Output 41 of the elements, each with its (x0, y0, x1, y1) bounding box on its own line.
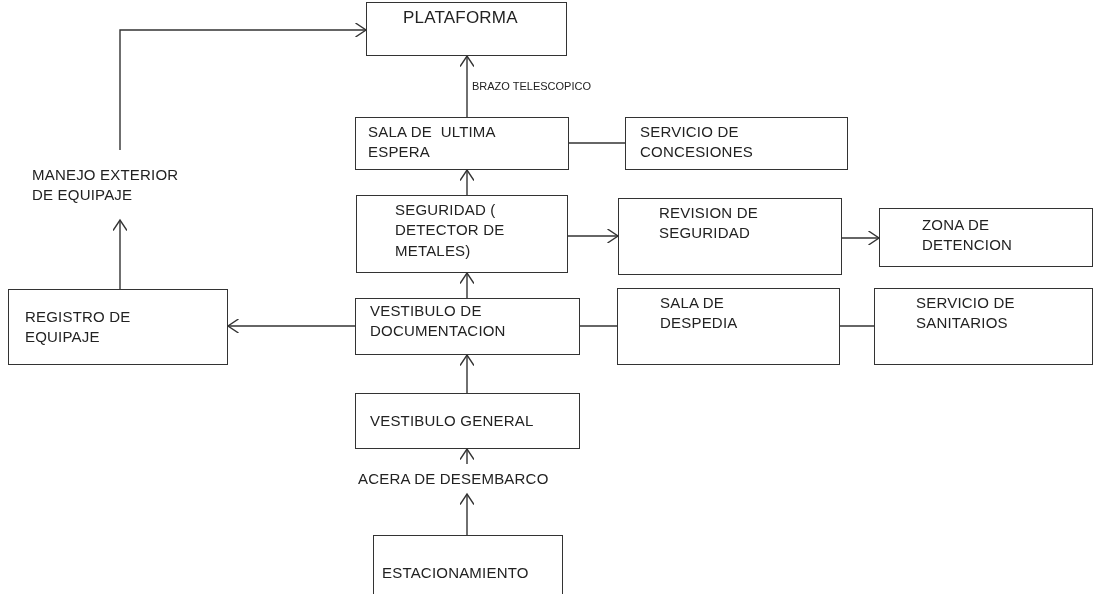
node-label: VESTIBULO DE DOCUMENTACION (370, 301, 507, 342)
arrow (459, 272, 475, 299)
node-label: SEGURIDAD ( DETECTOR DE METALES) (395, 200, 506, 261)
arrow (112, 219, 128, 290)
node-label: VESTIBULO GENERAL (370, 410, 534, 431)
arrow (459, 169, 475, 196)
connector-line (579, 325, 618, 327)
node-label: SERVICIO DE CONCESIONES (640, 122, 755, 163)
arrow (227, 318, 356, 334)
node-label: REVISION DE SEGURIDAD (659, 203, 759, 244)
edge-label: BRAZO TELESCOPICO (471, 80, 592, 92)
process-box (618, 198, 842, 275)
process-box (879, 208, 1093, 267)
node-label: MANEJO EXTERIOR DE EQUIPAJE (32, 164, 180, 205)
process-box (355, 298, 580, 355)
arrow (459, 55, 475, 118)
arrow (459, 448, 475, 465)
connector-line (568, 142, 626, 144)
process-box (355, 117, 569, 170)
arrow (567, 228, 619, 244)
node-label: SALA DE DESPEDIA (660, 293, 739, 334)
process-box (617, 288, 840, 365)
connector-line (839, 325, 875, 327)
process-box (366, 2, 567, 56)
node-label: ESTACIONAMIENTO (382, 562, 529, 583)
arrow (119, 22, 367, 151)
arrow (841, 230, 880, 246)
node-label: REGISTRO DE EQUIPAJE (25, 306, 132, 347)
node-label: PLATAFORMA (403, 7, 518, 29)
node-label: SALA DE ULTIMA ESPERA (368, 122, 497, 163)
process-box (625, 117, 848, 170)
process-box (355, 393, 580, 449)
node-label: ACERA DE DESEMBARCO (358, 468, 549, 489)
node-label: SERVICIO DE SANITARIOS (916, 293, 1016, 334)
process-box (356, 195, 568, 273)
node-label: ZONA DE DETENCION (922, 215, 1014, 256)
process-box (373, 535, 563, 594)
arrow (459, 493, 475, 536)
arrow (459, 354, 475, 394)
process-box (874, 288, 1093, 365)
process-box (8, 289, 228, 365)
